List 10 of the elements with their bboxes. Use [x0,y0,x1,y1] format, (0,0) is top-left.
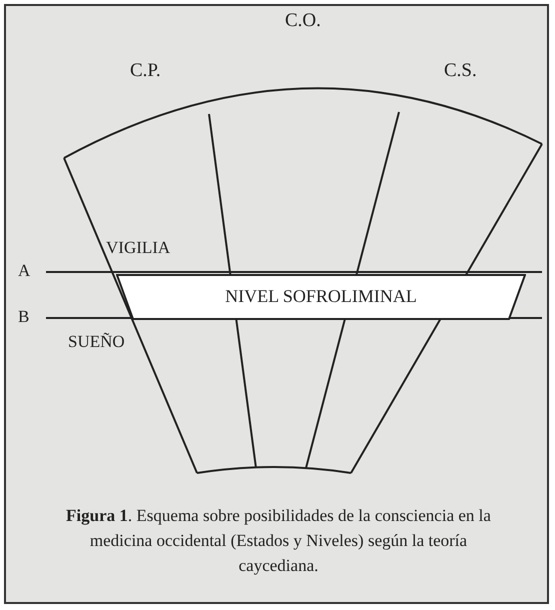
level-name: C.O. [285,10,321,32]
band-label: NIVEL SOFROLIMINAL [224,286,418,307]
line-letter: A [18,261,30,281]
level-name: C.S. [444,60,477,82]
figure-caption: Figura 1. Esquema sobre posibilidades de la consciencia en la medicina occidental (Estados y Niveles) según la teoría caycediana. [65,505,492,577]
line-letter: B [18,307,30,327]
level-name: C.P. [130,60,161,82]
level-band [116,274,526,320]
state-label: VIGILIA [106,238,170,258]
state-label: SUEÑO [68,332,125,352]
